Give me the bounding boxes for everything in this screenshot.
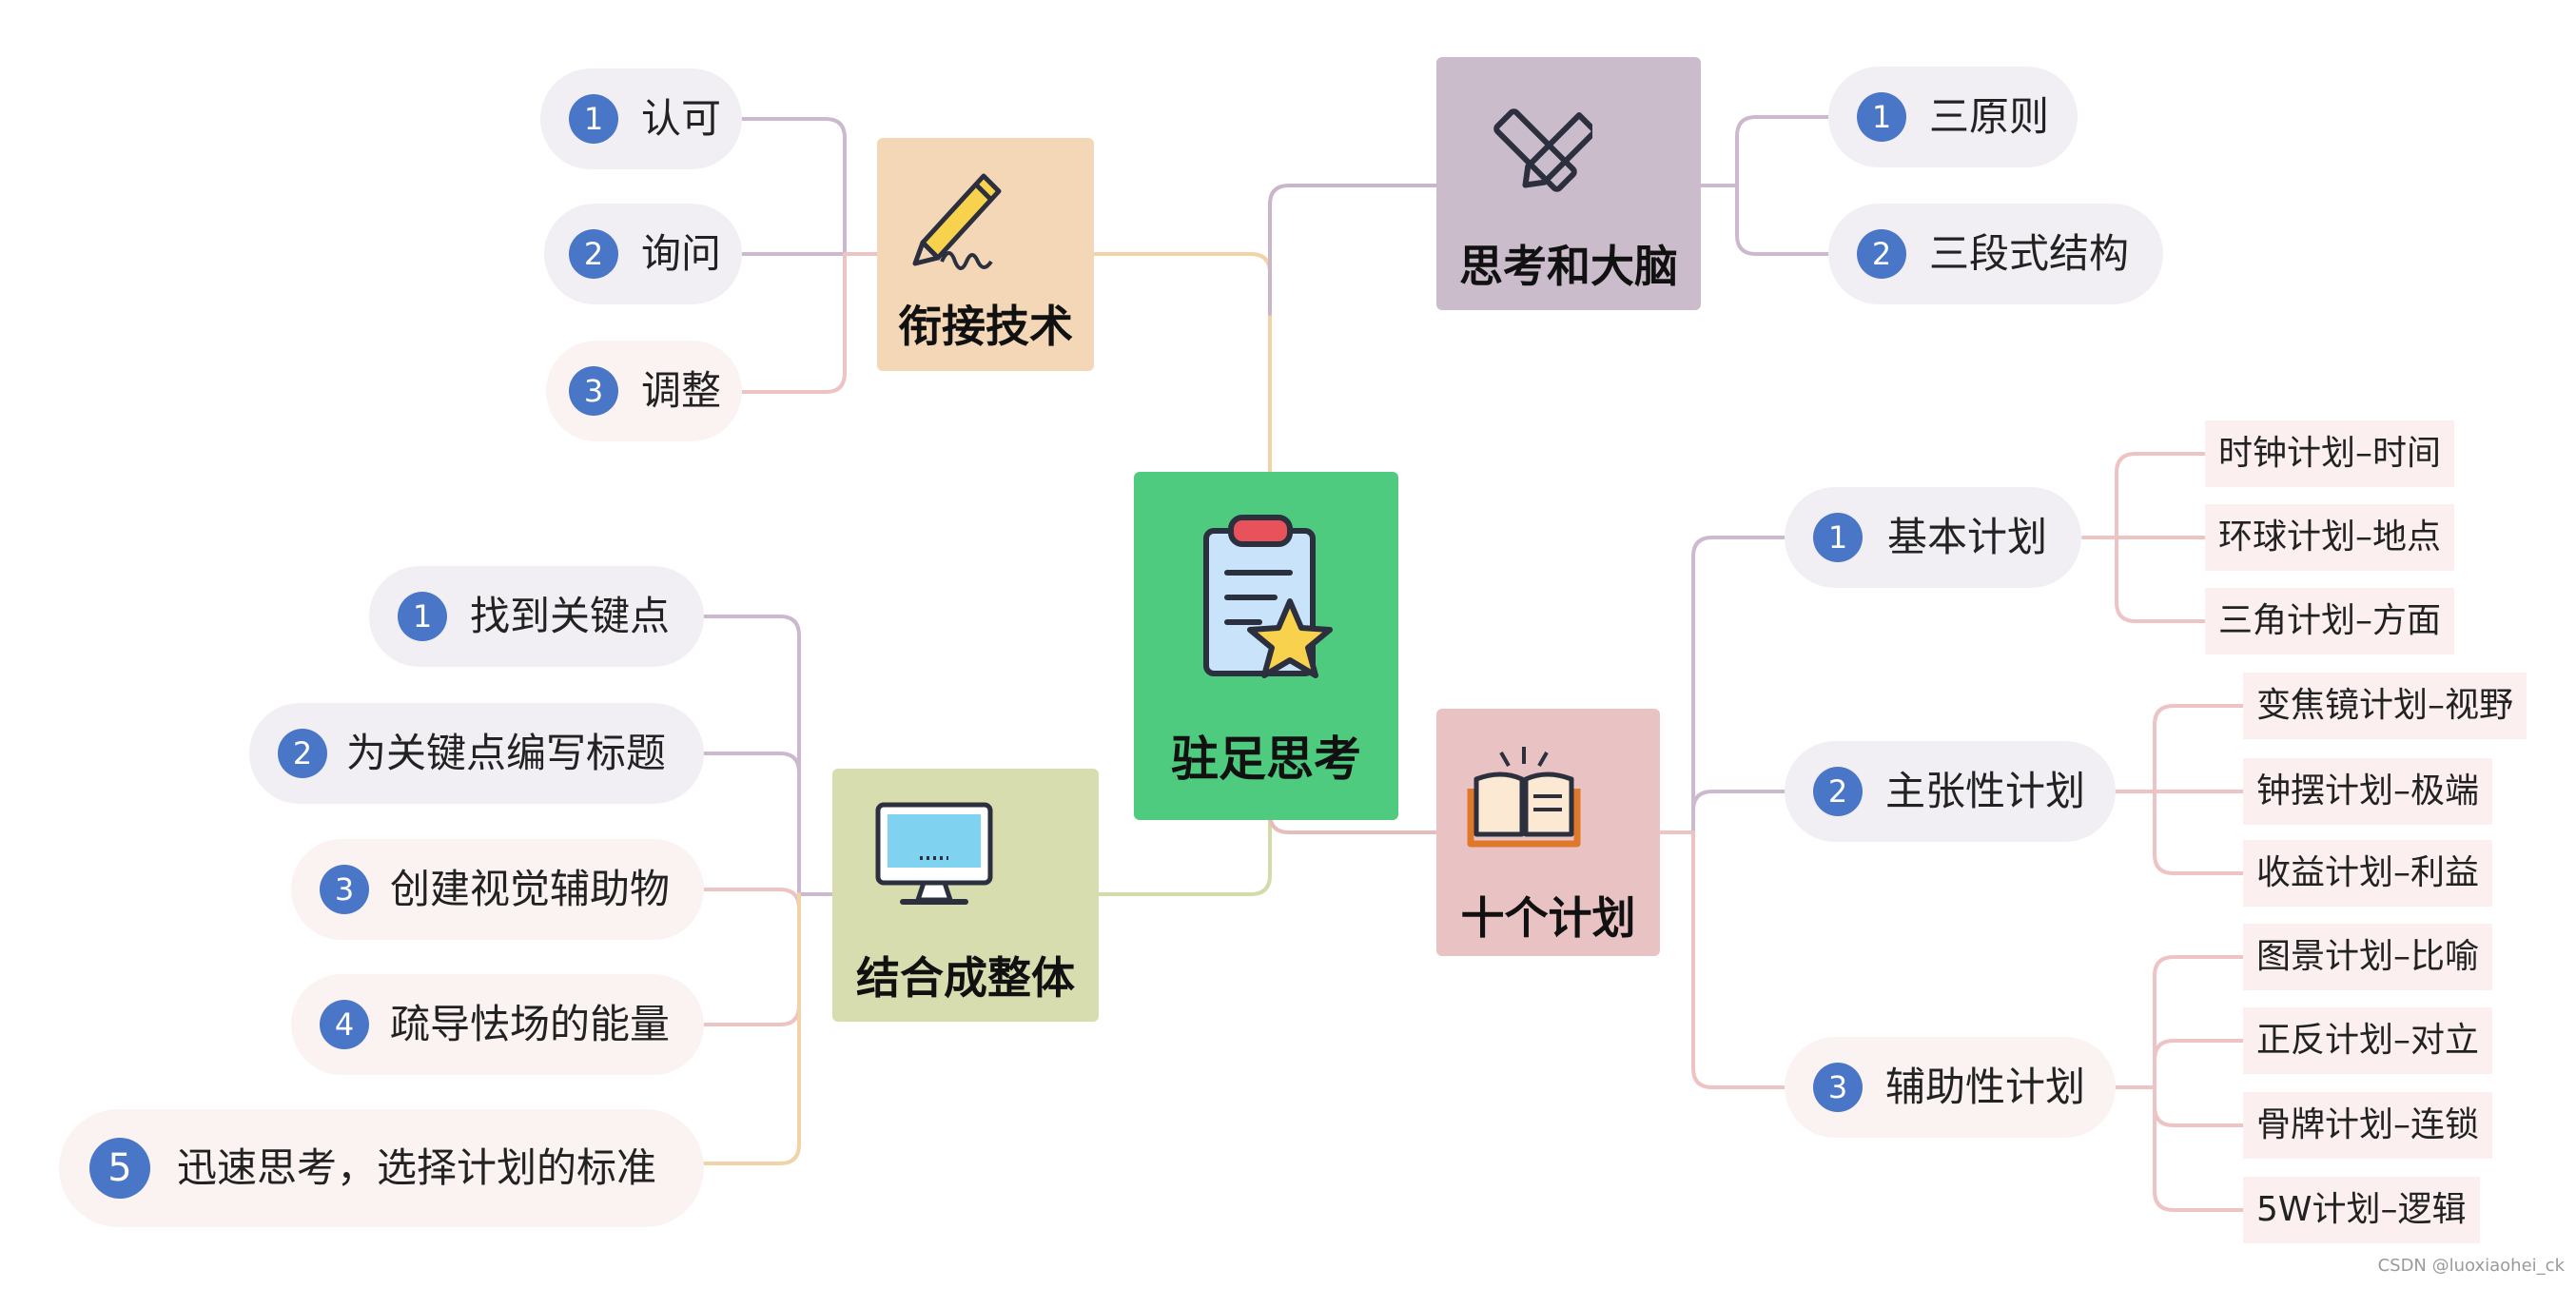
number-badge: 5 (89, 1138, 150, 1199)
branch-linking[interactable]: 衔接技术 (877, 138, 1094, 371)
item-label: 迅速思考，选择计划的标准 (177, 1144, 657, 1191)
number-badge: 3 (1813, 1063, 1863, 1112)
number-badge: 2 (569, 229, 618, 279)
number-badge: 1 (1813, 513, 1863, 562)
number-badge: 1 (569, 94, 618, 144)
plan-leaf[interactable]: 骨牌计划–连锁 (2243, 1092, 2493, 1159)
plans-group-3[interactable]: 3 辅助性计划 (1785, 1037, 2116, 1138)
branch-plans-title: 十个计划 (1460, 892, 1636, 944)
linking-item-2[interactable]: 2 询问 (544, 204, 742, 304)
pencil-icon (912, 173, 1002, 270)
plan-leaf[interactable]: 三角计划–方面 (2205, 588, 2455, 654)
number-badge: 3 (569, 366, 618, 416)
pencil-ruler-icon (1493, 108, 1592, 192)
item-label: 询问 (641, 230, 722, 277)
number-badge: 3 (320, 865, 369, 914)
combine-item-1[interactable]: 1 找到关键点 (369, 566, 704, 667)
plan-leaf[interactable]: 正反计划–对立 (2243, 1007, 2493, 1074)
thinking-item-1[interactable]: 1 三原则 (1828, 67, 2078, 167)
center-node[interactable]: 驻足思考 (1134, 472, 1398, 820)
combine-item-2[interactable]: 2 为关键点编写标题 (249, 703, 704, 804)
plans-group-2[interactable]: 2 主张性计划 (1785, 741, 2116, 842)
plan-leaf[interactable]: 环球计划–地点 (2205, 504, 2455, 571)
monitor-icon (875, 802, 993, 905)
linking-item-1[interactable]: 1 认可 (540, 68, 742, 169)
watermark: CSDN @luoxiaohei_ck (2377, 1256, 2565, 1276)
number-badge: 2 (278, 729, 327, 778)
combine-item-4[interactable]: 4 疏导怯场的能量 (291, 974, 704, 1075)
combine-item-5[interactable]: 5 迅速思考，选择计划的标准 (59, 1109, 704, 1227)
group-label: 主张性计划 (1885, 768, 2086, 814)
branch-thinking[interactable]: 思考和大脑 (1436, 57, 1701, 310)
item-label: 疏导怯场的能量 (390, 1001, 671, 1047)
branch-linking-title: 衔接技术 (898, 301, 1073, 352)
branch-thinking-title: 思考和大脑 (1459, 241, 1678, 292)
group-label: 基本计划 (1887, 514, 2048, 560)
number-badge: 4 (320, 1000, 369, 1049)
branch-combine[interactable]: 结合成整体 (832, 769, 1099, 1022)
branch-combine-title: 结合成整体 (856, 952, 1075, 1004)
plan-leaf[interactable]: 5W计划–逻辑 (2243, 1177, 2480, 1243)
item-label: 创建视觉辅助物 (390, 866, 671, 912)
combine-item-3[interactable]: 3 创建视觉辅助物 (291, 839, 704, 940)
plan-leaf[interactable]: 图景计划–比喻 (2243, 924, 2493, 990)
branch-plans[interactable]: 十个计划 (1436, 709, 1660, 956)
number-badge: 2 (1857, 229, 1906, 279)
center-title: 驻足思考 (1171, 732, 1361, 787)
clipboard-star-icon (1203, 515, 1333, 678)
item-label: 三段式结构 (1929, 230, 2130, 277)
open-book-icon (1467, 747, 1581, 848)
item-label: 三原则 (1929, 93, 2050, 140)
item-label: 找到关键点 (470, 593, 671, 639)
linking-item-3[interactable]: 3 调整 (546, 341, 742, 441)
number-badge: 1 (1857, 92, 1906, 142)
item-label: 认可 (641, 95, 722, 142)
item-label: 为关键点编写标题 (346, 730, 667, 776)
plans-group-1[interactable]: 1 基本计划 (1785, 487, 2081, 588)
number-badge: 1 (398, 592, 447, 641)
number-badge: 2 (1813, 767, 1863, 816)
plan-leaf[interactable]: 变焦镜计划–视野 (2243, 673, 2527, 739)
group-label: 辅助性计划 (1885, 1064, 2086, 1110)
item-label: 调整 (641, 367, 722, 414)
plan-leaf[interactable]: 收益计划–利益 (2243, 840, 2493, 907)
plan-leaf[interactable]: 钟摆计划–极端 (2243, 758, 2493, 825)
plan-leaf[interactable]: 时钟计划–时间 (2205, 420, 2455, 487)
thinking-item-2[interactable]: 2 三段式结构 (1828, 204, 2163, 304)
